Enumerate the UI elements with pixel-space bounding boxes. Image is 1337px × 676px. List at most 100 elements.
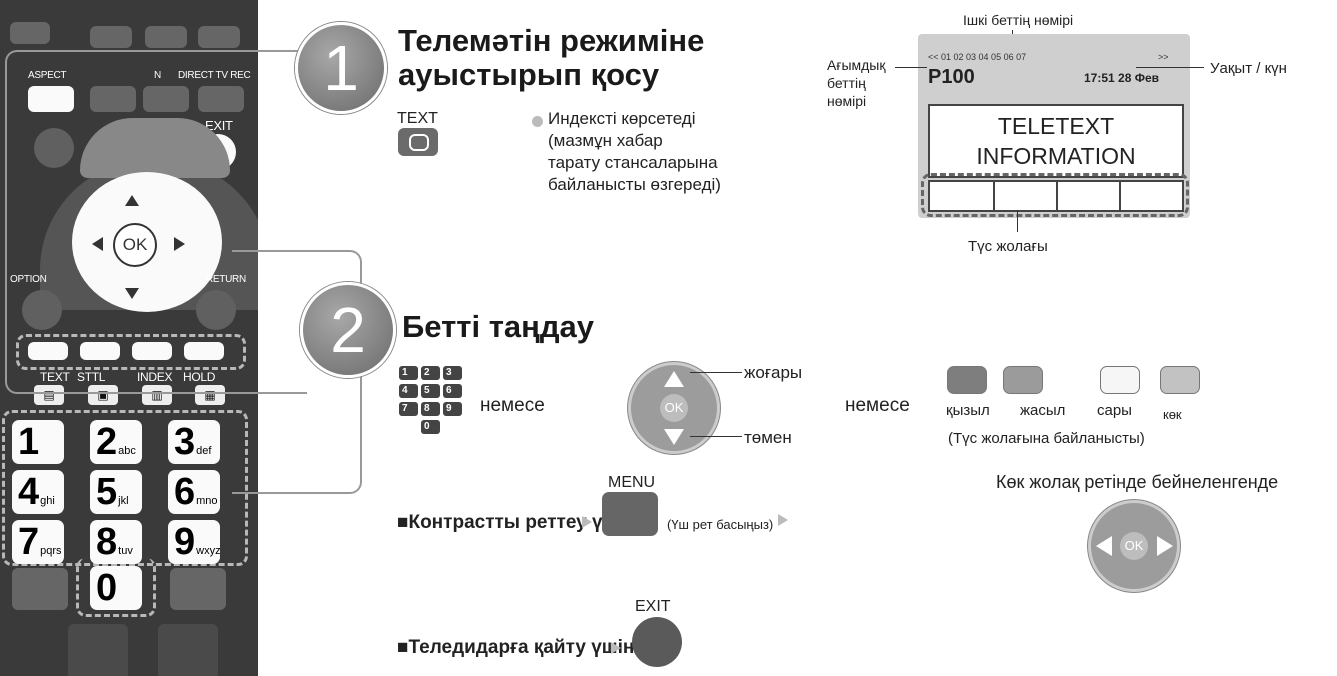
red-label: қызыл bbox=[946, 402, 990, 419]
remote-control-illustration: ASPECT N DIRECT TV REC EXIT OK OPTION RE… bbox=[0, 0, 258, 676]
remote-button bbox=[170, 568, 226, 610]
remote-button bbox=[158, 624, 218, 676]
keypad-2-icon: 2 bbox=[421, 366, 440, 380]
keypad-6-icon: 6 bbox=[443, 384, 462, 398]
ok-icon: OK bbox=[660, 394, 688, 422]
number-key-2: 2abc bbox=[90, 420, 142, 464]
index-note-line: тарату стансаларына bbox=[548, 153, 718, 172]
or-text: немесе bbox=[480, 395, 545, 416]
subpage-more: >> bbox=[1158, 52, 1169, 62]
remote-top-button bbox=[10, 22, 50, 44]
text-key-caption: TEXT bbox=[397, 110, 438, 127]
blue-label: көк bbox=[1163, 407, 1182, 422]
number-key-7: 7pqrs bbox=[12, 520, 64, 564]
index-note-line: байланысты өзгереді) bbox=[548, 175, 721, 194]
index-key-label: INDEX bbox=[137, 370, 173, 384]
current-page-pointer bbox=[895, 67, 927, 68]
menu-key-icon bbox=[602, 492, 658, 536]
arrow-right-icon bbox=[582, 516, 592, 528]
remote-top-arc bbox=[80, 118, 230, 178]
teletext-info-line: TELETEXT bbox=[997, 113, 1115, 139]
dpad-icon: OK bbox=[628, 362, 720, 454]
option-label: OPTION bbox=[10, 274, 47, 285]
zero-key-highlight bbox=[76, 558, 156, 617]
bullet-icon bbox=[532, 116, 543, 127]
colour-keys-highlight bbox=[16, 334, 246, 370]
step-2-title: Бетті таңдау bbox=[402, 309, 595, 344]
teletext-screen: << 01 02 03 04 05 06 07 >> P100 17:51 28… bbox=[918, 34, 1190, 218]
option-button bbox=[22, 290, 62, 330]
down-arrow-icon bbox=[125, 288, 139, 299]
colour-bar-note: (Түс жолағына байланысты) bbox=[948, 430, 1145, 447]
ok-icon: OK bbox=[1120, 532, 1148, 560]
up-arrow-icon bbox=[125, 195, 139, 206]
keypad-9-icon: 9 bbox=[443, 402, 462, 416]
red-key-icon bbox=[947, 366, 987, 394]
down-arrow-icon bbox=[664, 429, 684, 445]
remote-button bbox=[90, 86, 136, 112]
down-pointer bbox=[690, 436, 742, 437]
time-date-readout: 17:51 28 Фев bbox=[1084, 71, 1159, 85]
menu-key-caption: MENU bbox=[608, 474, 656, 491]
yellow-key bbox=[132, 342, 172, 360]
step1-connector bbox=[5, 50, 307, 394]
aspect-button bbox=[28, 86, 74, 112]
down-label: төмен bbox=[744, 428, 792, 447]
right-arrow-icon bbox=[1157, 536, 1173, 556]
current-page-number: P100 bbox=[928, 66, 975, 88]
n-label: N bbox=[154, 70, 161, 81]
text-key-label: TEXT bbox=[40, 370, 70, 384]
red-key bbox=[28, 342, 68, 360]
number-keys-highlight bbox=[2, 410, 248, 566]
index-note-line: (мазмұн хабар bbox=[548, 131, 663, 150]
number-key-8: 8tuv bbox=[90, 520, 142, 564]
remote-top-button bbox=[145, 26, 187, 48]
remote-top-button bbox=[90, 26, 132, 48]
text-key: ▤ bbox=[34, 385, 64, 405]
up-pointer bbox=[690, 372, 742, 373]
sttl-key: ▣ bbox=[88, 385, 118, 405]
dpad-left-right-icon: OK bbox=[1088, 500, 1180, 592]
keypad-3-icon: 3 bbox=[443, 366, 462, 380]
time-pointer bbox=[1136, 67, 1204, 68]
keypad-4-icon: 4 bbox=[399, 384, 418, 398]
text-key-icon bbox=[398, 128, 438, 156]
teletext-info-box: TELETEXT INFORMATION bbox=[928, 104, 1184, 178]
contrast-label: ■Контрастты реттеу үшін bbox=[397, 512, 636, 533]
number-key-9: 9wxyz bbox=[168, 520, 221, 564]
press-three-note: (Үш рет басыңыз) bbox=[667, 517, 774, 532]
remote-button bbox=[198, 86, 244, 112]
index-key: ▥ bbox=[142, 385, 172, 405]
up-label: жоғары bbox=[744, 363, 803, 382]
index-note-line: Индексті көрсетеді bbox=[548, 109, 696, 128]
blue-bar-label: Көк жолақ ретінде бейнеленгенде bbox=[996, 472, 1279, 492]
number-key-6: 6mno bbox=[168, 470, 220, 514]
right-arrow-icon bbox=[174, 237, 185, 251]
yellow-key-icon bbox=[1100, 366, 1140, 394]
current-page-label: Ағымдық беттің нөмірі bbox=[827, 57, 886, 109]
keypad-5-icon: 5 bbox=[421, 384, 440, 398]
ok-button: OK bbox=[113, 223, 157, 267]
number-key-1: 1 bbox=[12, 420, 64, 464]
remote-button bbox=[68, 624, 128, 676]
step-1-circle: 1 bbox=[295, 22, 387, 114]
sttl-key-label: STTL bbox=[77, 370, 106, 384]
hold-key: ▦ bbox=[195, 385, 225, 405]
remote-button bbox=[12, 568, 68, 610]
subpage-list: << 01 02 03 04 05 06 07 bbox=[928, 52, 1027, 62]
time-date-label: Уақыт / күн bbox=[1210, 60, 1287, 77]
blue-key bbox=[184, 342, 224, 360]
step-2-circle: 2 bbox=[300, 282, 396, 378]
colour-bar-label: Түс жолағы bbox=[968, 238, 1048, 255]
colour-bar-pointer bbox=[1017, 210, 1018, 232]
number-key-5: 5jkl bbox=[90, 470, 142, 514]
number-key-4: 4ghi bbox=[12, 470, 64, 514]
return-button bbox=[196, 290, 236, 330]
blue-key-icon bbox=[1160, 366, 1200, 394]
remote-top-button bbox=[198, 26, 240, 48]
colour-bar bbox=[928, 180, 1184, 212]
keypad-0-icon: 0 bbox=[421, 420, 440, 434]
left-arrow-icon bbox=[92, 237, 103, 251]
direct-tv-rec-label: DIRECT TV REC bbox=[178, 70, 251, 81]
colour-bar-highlight bbox=[921, 173, 1189, 217]
